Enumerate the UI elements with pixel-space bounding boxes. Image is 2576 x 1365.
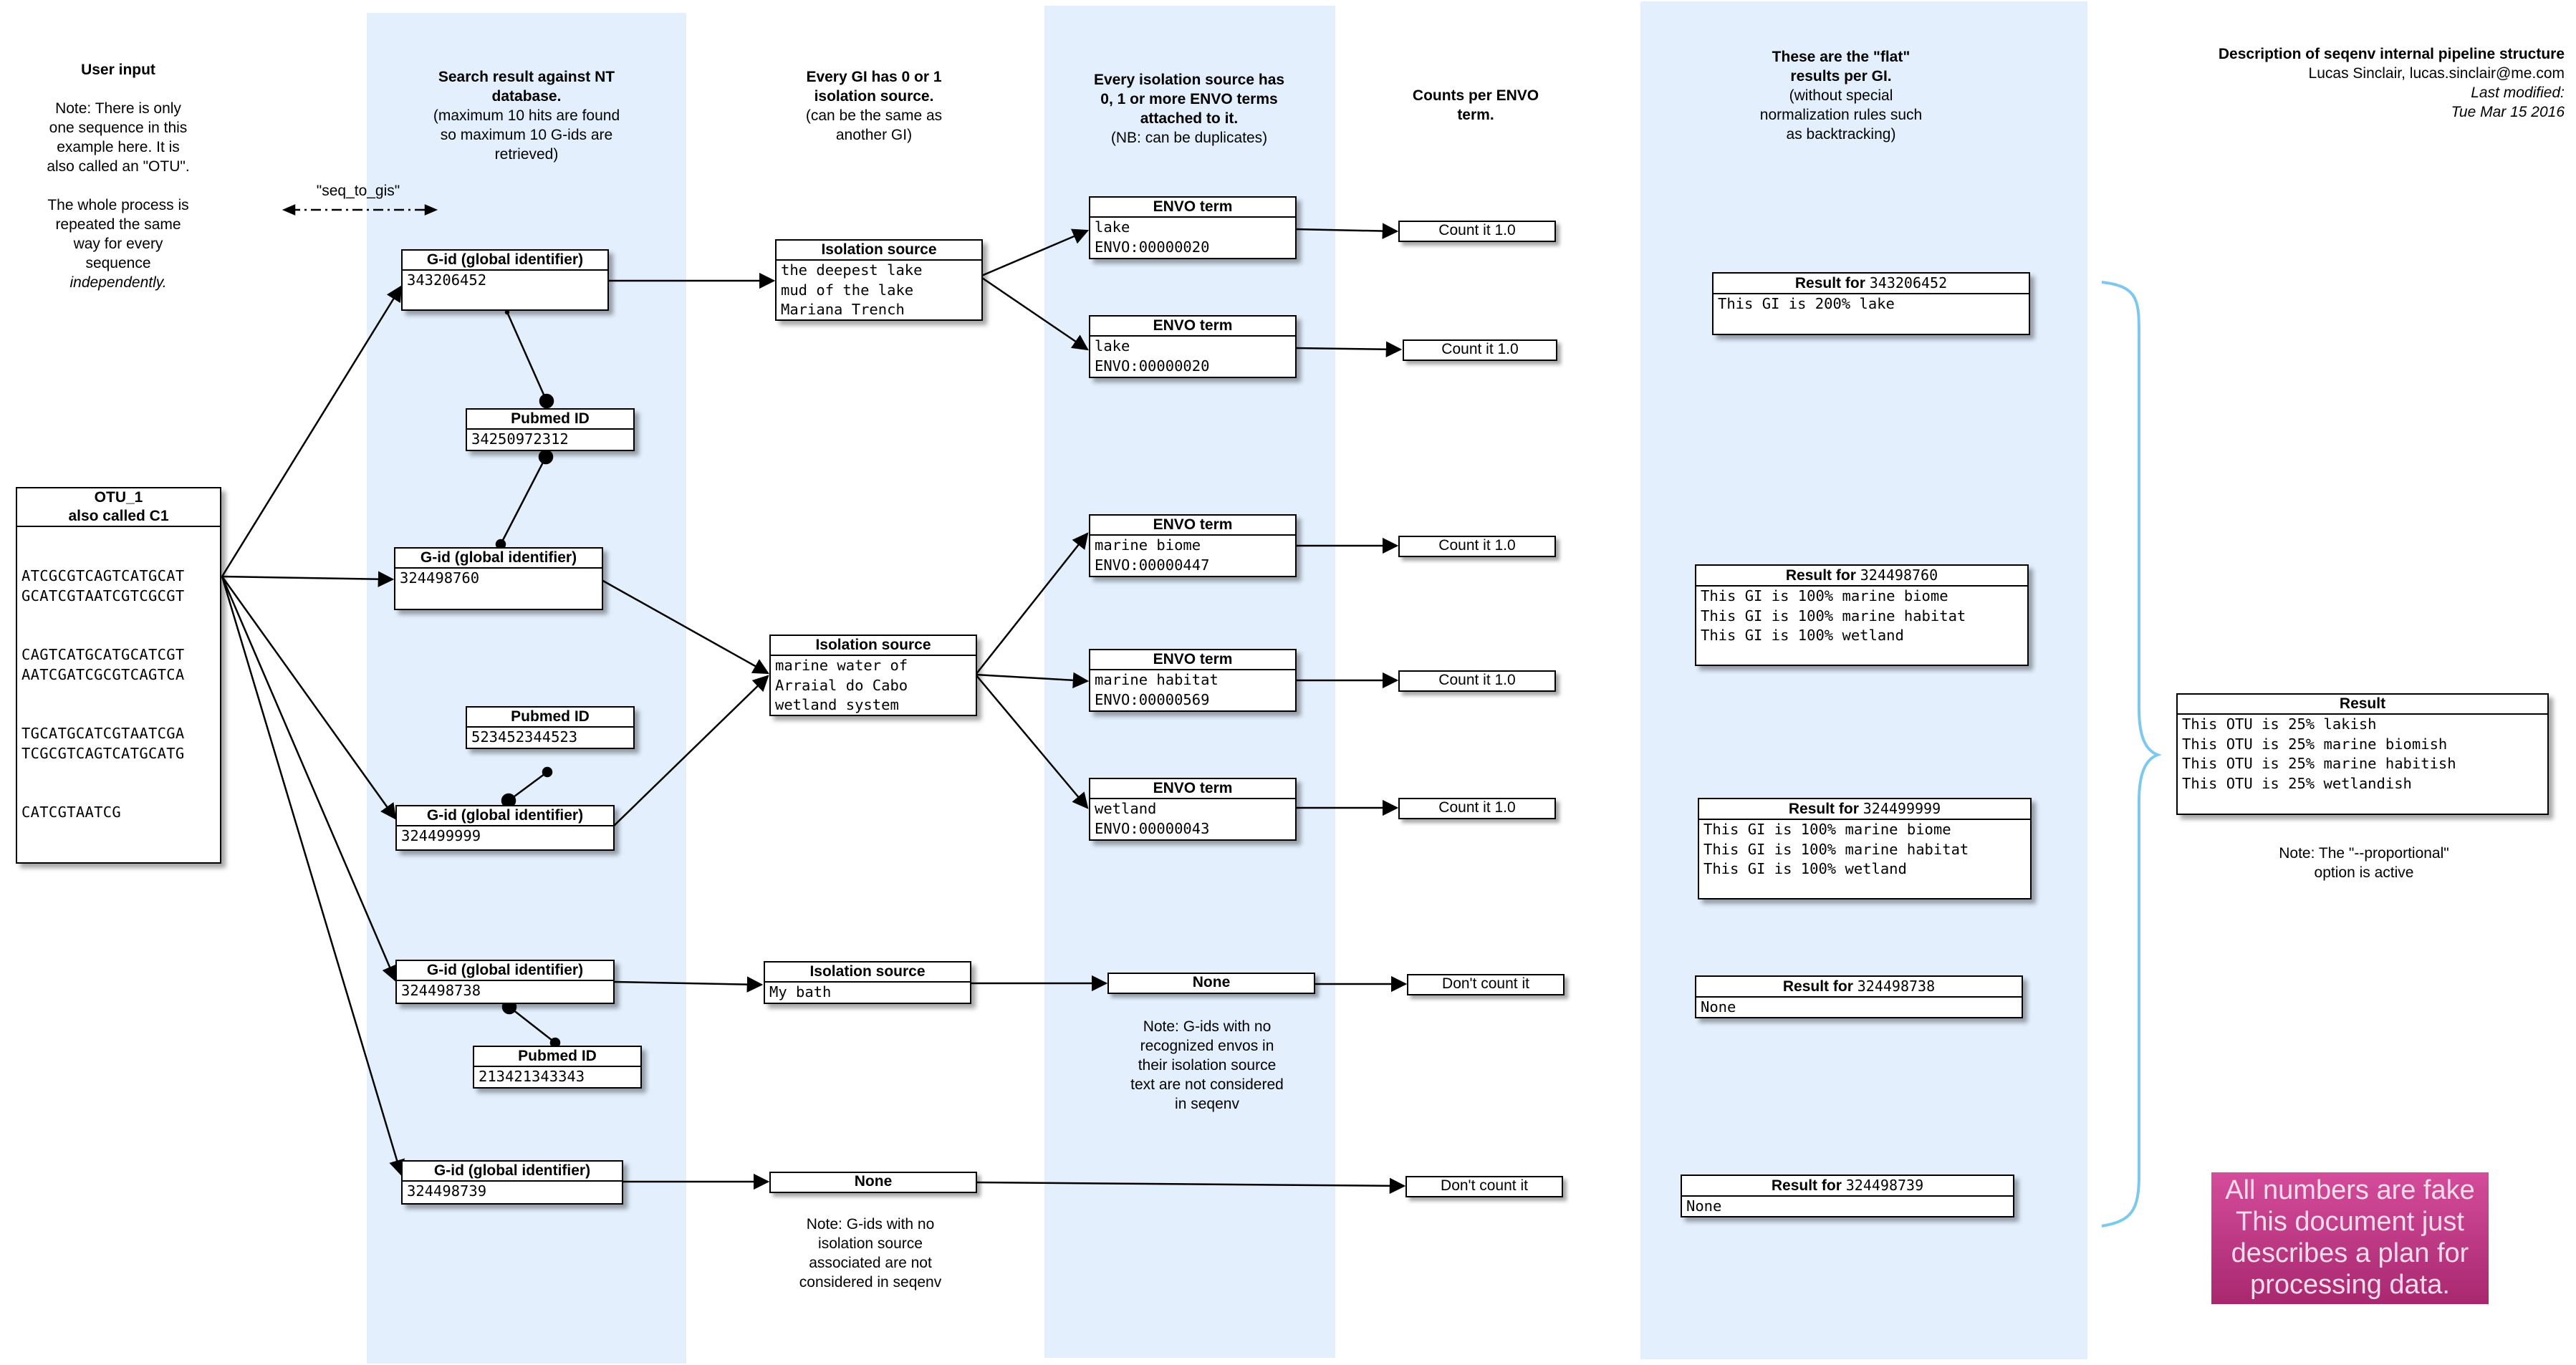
count-pill-2: Count it 1.0	[1403, 339, 1557, 361]
arrow-envo2-count	[1294, 341, 1403, 357]
flat-title: These are the "flat"results per GI. (wit…	[1759, 49, 1923, 143]
gid-box-5: G-id (global identifier)324498739	[401, 1160, 623, 1205]
none-isolation: None	[769, 1172, 977, 1193]
arrow-iso1-envo1	[979, 228, 1090, 278]
flat-results-band	[1640, 1, 2087, 1359]
doc-header: Description of seqenv internal pipeline …	[2218, 46, 2565, 120]
result-box-4: Result for 324498738 None	[1695, 975, 2023, 1018]
arrow-otu-gid4	[221, 576, 398, 983]
user-input-title: User input	[81, 62, 155, 78]
result-box-3: Result for 324499999 This GI is 100% mar…	[1698, 798, 2032, 899]
arrow-envo1-count	[1294, 223, 1399, 239]
arrow-otu-gid1	[221, 285, 403, 577]
arrow-otu-gid2	[221, 571, 395, 587]
results-brace	[2101, 281, 2162, 1227]
gid-box-4: G-id (global identifier)324498738	[395, 960, 615, 1004]
arrow-gid2-iso2	[601, 579, 769, 675]
count-pill-3: Count it 1.0	[1398, 536, 1556, 557]
arrow-gid3-iso2	[612, 675, 769, 827]
isolation-box-3: Isolation source My bath	[764, 961, 971, 1004]
gid-box-2: G-id (global identifier)324498760	[394, 547, 603, 610]
search-results-band	[367, 13, 686, 1364]
arrow-otu-gid3	[221, 576, 397, 820]
arrow-otu-gid5	[221, 576, 405, 1177]
dont-count-pill-2: Don't count it	[1405, 1176, 1563, 1197]
result-box-1: Result for 343206452 This GI is 200% lak…	[1712, 272, 2030, 335]
arrow-iso2-envo4	[975, 672, 1090, 689]
note-proportional: Note: The "--proportional"option is acti…	[2279, 845, 2449, 881]
seq-to-gis-label: "seq_to_gis"	[316, 183, 400, 199]
result-box-5: Result for 324498739 None	[1681, 1175, 2014, 1217]
gid-box-1: G-id (global identifier)343206452	[401, 249, 609, 311]
arrow-iso2-envo5	[975, 674, 1089, 809]
count-pill-5: Count it 1.0	[1398, 798, 1556, 819]
none-envo: None	[1107, 973, 1315, 994]
gid-box-3: G-id (global identifier)324499999	[395, 805, 615, 851]
count-pill-4: Count it 1.0	[1398, 670, 1556, 692]
otu-seq-line: ATCGCGTCAGTCATGCAT	[21, 567, 185, 584]
arrow-none-dont	[975, 1177, 1406, 1195]
result-box-2: Result for 324498760 This GI is 100% mar…	[1695, 564, 2029, 666]
arrow-gid4-iso3	[612, 976, 764, 993]
arrow-iso1-envo2	[979, 275, 1089, 351]
arrow-iso2-envo3	[975, 532, 1089, 675]
dont-count-pill-1: Don't count it	[1407, 974, 1565, 995]
count-pill-1: Count it 1.0	[1398, 221, 1556, 242]
